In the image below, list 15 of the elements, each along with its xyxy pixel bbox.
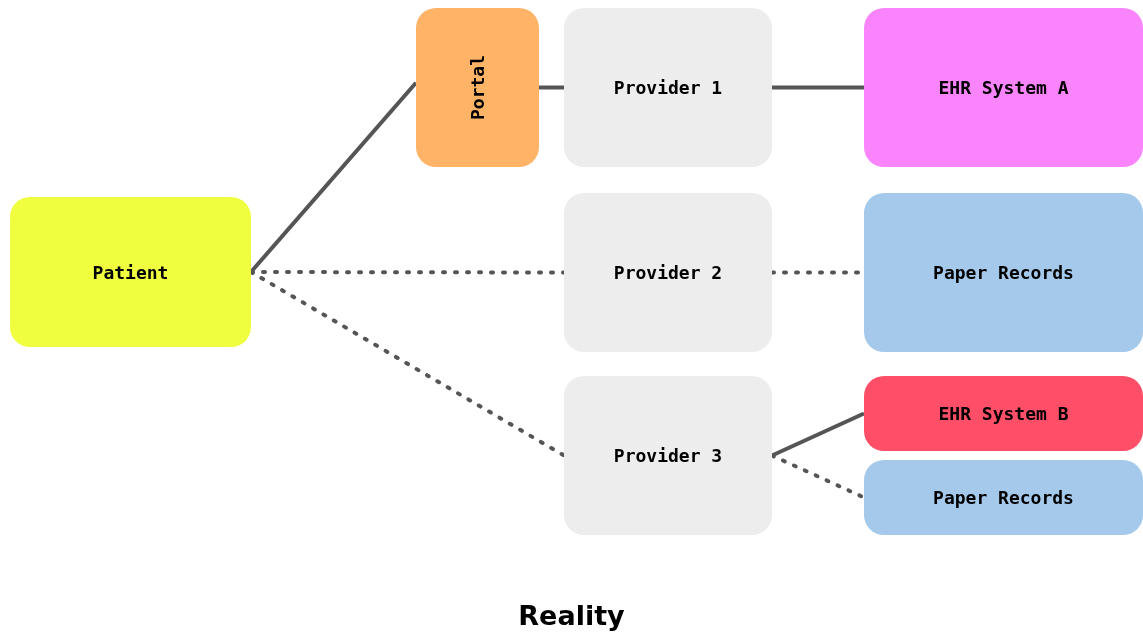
records-box: Paper Records — [864, 460, 1143, 535]
connector-line — [772, 85, 864, 90]
connector-line — [771, 411, 865, 458]
system-box: EHR System B — [864, 376, 1143, 451]
dotted-connector — [770, 453, 866, 500]
patient-box: Patient — [10, 197, 251, 347]
connector-line — [539, 85, 564, 90]
records-box: Paper Records — [864, 193, 1143, 352]
portal-box: Portal — [416, 8, 539, 167]
system-box: EHR System A — [864, 8, 1143, 167]
diagram-title: Reality — [518, 600, 625, 631]
dotted-connector — [249, 270, 566, 458]
provider-box: Provider 3 — [564, 376, 772, 535]
provider-box: Provider 1 — [564, 8, 772, 167]
provider-box: Provider 2 — [564, 193, 772, 352]
